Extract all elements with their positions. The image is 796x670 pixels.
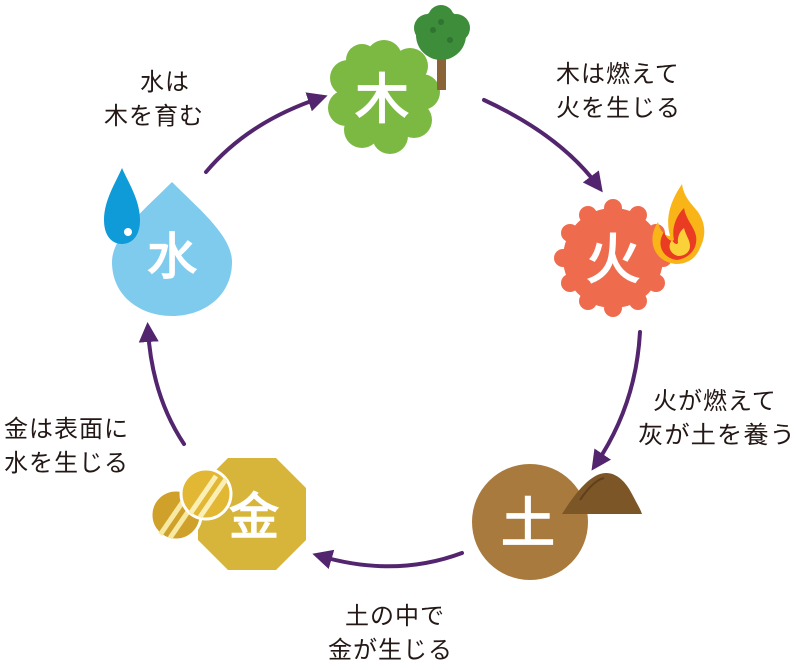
relation-earth-metal: 土の中で 金が生じる	[328, 602, 453, 664]
relation-fire-earth: 火が燃えて 灰が土を養う	[638, 387, 796, 449]
relation-fire-earth-line-1: 火が燃えて	[653, 387, 777, 415]
wood-label: 木	[355, 68, 409, 131]
relation-metal-water-line-1: 金は表面に	[4, 415, 129, 443]
water-label: 水	[147, 228, 198, 286]
earth-label: 土	[501, 492, 555, 555]
relation-wood-fire-line-1: 木は燃えて	[556, 60, 680, 88]
water-node: 水	[104, 168, 232, 316]
cycle-arrows	[138, 92, 642, 569]
wood-node: 木	[328, 5, 470, 154]
relation-earth-metal-line-2: 金が生じる	[328, 636, 453, 664]
relation-wood-fire-line-2: 火を生じる	[556, 94, 681, 122]
arrow-wood-to-fire	[482, 98, 603, 193]
arrow-fire-to-earth	[591, 330, 642, 471]
earth-node: 土	[472, 464, 642, 580]
arrow-earth-to-metal	[312, 549, 464, 569]
metal-node: 金	[149, 458, 306, 570]
relation-earth-metal-line-1: 土の中で	[345, 602, 445, 630]
water-drop-shape	[112, 182, 232, 316]
earth-circle	[472, 464, 588, 580]
coins-icon	[149, 467, 233, 542]
relation-fire-earth-line-2: 灰が土を養う	[638, 421, 796, 449]
tree-icon	[414, 5, 470, 90]
metal-label: 金	[229, 488, 280, 546]
fire-node: 火	[554, 184, 705, 317]
arrow-metal-to-water	[138, 322, 186, 446]
water-drop-icon	[104, 168, 140, 244]
relation-metal-water-line-2: 水を生じる	[4, 449, 129, 477]
mound-icon	[562, 472, 642, 514]
wood-flower-shape	[328, 40, 440, 154]
relation-water-wood-line-1: 水は	[140, 68, 190, 96]
relation-wood-fire: 木は燃えて 火を生じる	[556, 60, 681, 122]
flame-icon	[652, 184, 705, 264]
relation-water-wood: 水は 木を育む	[104, 68, 204, 130]
relation-metal-water: 金は表面に 水を生じる	[4, 415, 129, 477]
fire-label: 火	[586, 228, 640, 291]
relation-water-wood-line-2: 木を育む	[104, 102, 204, 130]
arrow-water-to-wood	[204, 92, 328, 174]
